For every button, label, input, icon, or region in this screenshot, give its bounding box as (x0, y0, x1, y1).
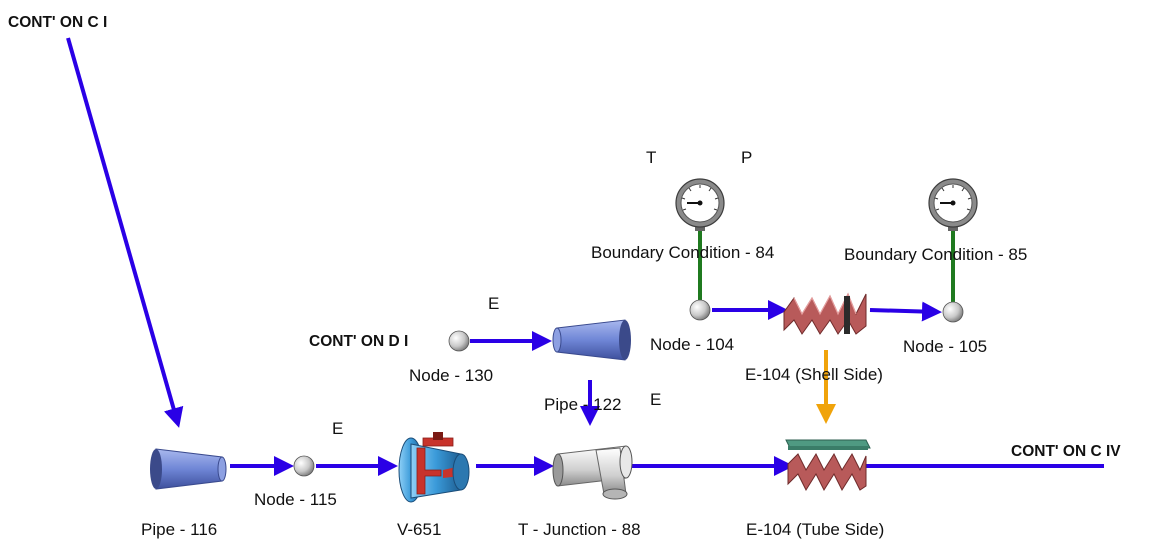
connector-label-c1: CONT' ON C I (8, 14, 107, 31)
heat-exchanger-icon[interactable] (785, 439, 871, 492)
label-pipe-116: Pipe - 116 (141, 520, 217, 539)
gauge-icon[interactable] (928, 178, 978, 231)
pipe-icon[interactable] (150, 448, 227, 490)
flow-line-hx-shell-to-node-105 (869, 301, 942, 322)
connector-label-d1: CONT' ON D I (309, 333, 408, 350)
marker-e-upper: E (488, 294, 499, 313)
label-valve-651: V-651 (397, 520, 441, 539)
node-icon[interactable] (942, 301, 964, 323)
flow-line-c1-to-pipe-116 (66, 37, 184, 428)
label-node-104: Node - 104 (650, 335, 734, 354)
valve-icon[interactable] (398, 432, 470, 503)
pipe-icon[interactable] (552, 319, 631, 361)
t-junction-icon[interactable] (552, 445, 633, 500)
label-bc-84: Boundary Condition - 84 (591, 243, 774, 262)
marker-e-main: E (332, 419, 343, 438)
label-hx-shell: E-104 (Shell Side) (745, 365, 883, 384)
marker-t: T (646, 148, 656, 167)
connector-label-c4: CONT' ON C IV (1011, 443, 1121, 460)
flow-lines (66, 37, 1104, 476)
label-hx-tube: E-104 (Tube Side) (746, 520, 884, 539)
label-bc-85: Boundary Condition - 85 (844, 245, 1027, 264)
gauge-icon[interactable] (675, 178, 725, 231)
label-node-130: Node - 130 (409, 366, 493, 385)
node-icon[interactable] (448, 330, 470, 352)
label-node-105: Node - 105 (903, 337, 987, 356)
heat-exchanger-icon[interactable] (783, 292, 867, 335)
marker-e-junction: E (650, 390, 661, 409)
node-icon[interactable] (689, 299, 711, 321)
label-node-115: Node - 115 (254, 490, 337, 509)
label-t-junction-88: T - Junction - 88 (518, 520, 641, 539)
node-icon[interactable] (293, 455, 315, 477)
marker-p: P (741, 148, 752, 167)
label-pipe-122: Pipe - 122 (544, 395, 622, 414)
